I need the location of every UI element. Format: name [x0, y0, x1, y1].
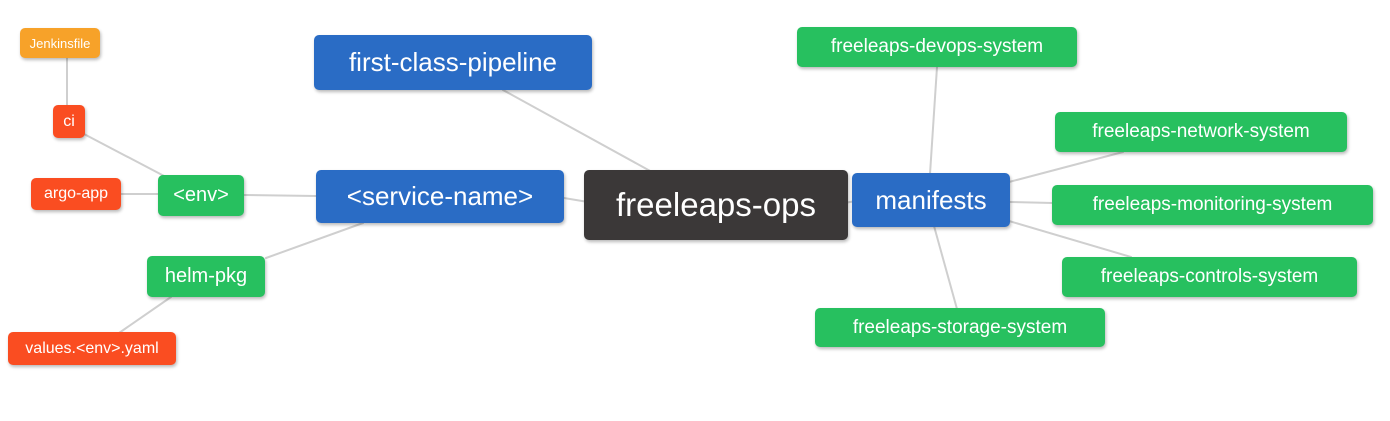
- node-values-env-yaml[interactable]: values.<env>.yaml: [8, 332, 176, 365]
- edge-manifests-controls: [1008, 220, 1132, 258]
- edge-manifests-monitoring: [1008, 201, 1054, 204]
- edge-pipeline-freeleaps-ops: [502, 89, 653, 173]
- node-argo-app[interactable]: argo-app: [31, 178, 121, 210]
- edge-helm-pkg-values: [118, 296, 172, 334]
- edge-manifests-devops: [929, 66, 938, 175]
- node-manifests[interactable]: manifests: [852, 173, 1010, 227]
- edge-manifests-network: [1008, 151, 1124, 183]
- node-env[interactable]: <env>: [158, 175, 244, 216]
- node-first-class-pipeline[interactable]: first-class-pipeline: [314, 35, 592, 90]
- node-devops-system[interactable]: freeleaps-devops-system: [797, 27, 1077, 67]
- node-ci[interactable]: ci: [53, 105, 85, 138]
- node-storage-system[interactable]: freeleaps-storage-system: [815, 308, 1105, 347]
- node-controls-system[interactable]: freeleaps-controls-system: [1062, 257, 1357, 297]
- node-jenkinsfile[interactable]: Jenkinsfile: [20, 28, 100, 58]
- edge-env-service-name: [243, 194, 317, 197]
- node-helm-pkg[interactable]: helm-pkg: [147, 256, 265, 297]
- node-service-name[interactable]: <service-name>: [316, 170, 564, 223]
- edge-service-helm-pkg: [265, 222, 364, 259]
- edge-ci-env: [83, 133, 167, 178]
- edge-manifests-storage: [933, 225, 958, 310]
- node-monitoring-system[interactable]: freeleaps-monitoring-system: [1052, 185, 1373, 225]
- node-freeleaps-ops-root[interactable]: freeleaps-ops: [584, 170, 848, 240]
- node-network-system[interactable]: freeleaps-network-system: [1055, 112, 1347, 152]
